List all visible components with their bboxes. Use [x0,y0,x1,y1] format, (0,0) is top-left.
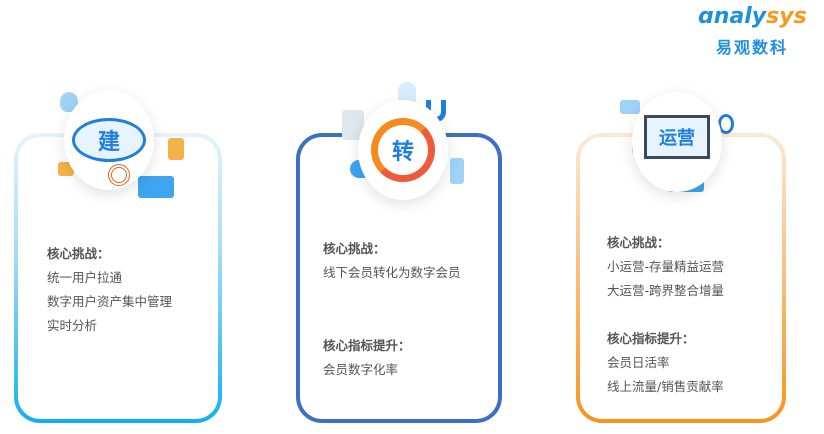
envelope-icon [620,100,640,114]
card-text: 核心挑战： 线下会员转化为数字会员 核心指标提升： 会员数字化率 [323,237,461,382]
card-text: 核心挑战： 小运营-存量精益运营 大运营-跨界整合增量 核心指标提升： 会员日活… [607,231,724,399]
section-heading: 核心挑战： [323,241,386,256]
info-icon [718,114,734,134]
card-text: 核心挑战： 统一用户拉通 数字用户资产集中管理 实时分析 [47,242,172,338]
operate-icon: 运营 [632,92,722,192]
document-icon [342,110,364,140]
megaphone-icon [450,158,464,184]
list-item: 线上流量/销售贡献率 [607,379,724,394]
build-icon: 建 [64,90,154,190]
icon-label: 运营 [659,128,695,149]
envelope-icon [168,138,184,160]
analysys-logo: ɑnalysys 易观数科 [698,4,818,57]
target-icon [108,164,130,186]
icon-label: 建 [97,130,120,155]
icon-label: 转 [391,140,414,165]
section-heading: 核心指标提升： [323,338,411,353]
section-heading: 核心指标提升： [607,331,695,346]
convert-icon: 转 [358,100,448,200]
list-item: 会员日活率 [607,355,670,370]
list-item: 线下会员转化为数字会员 [323,265,461,280]
logo-wordmark: ɑnalysys [698,4,807,29]
list-item: 会员数字化率 [323,362,399,377]
list-item: 大运营-跨界整合增量 [607,283,725,298]
list-item: 实时分析 [47,318,98,333]
section-heading: 核心挑战： [47,246,110,261]
list-item: 统一用户拉通 [47,270,123,285]
logo-cn: 易观数科 [716,38,789,57]
envelope-icon [138,176,174,198]
section-heading: 核心挑战： [607,235,670,250]
list-item: 小运营-存量精益运营 [607,259,725,274]
list-item: 数字用户资产集中管理 [47,294,173,309]
